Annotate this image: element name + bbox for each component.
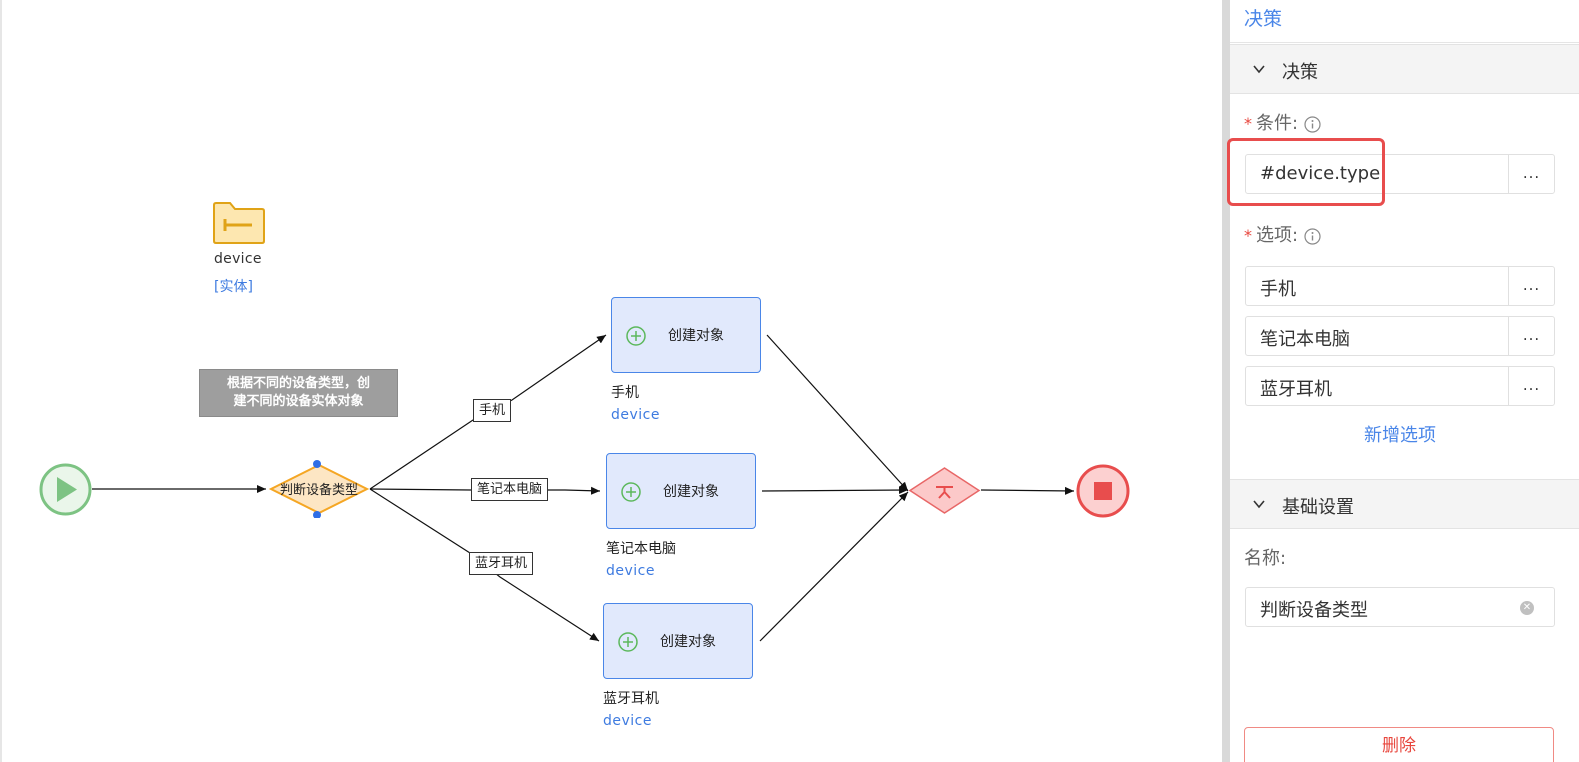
end-node[interactable] (1076, 464, 1130, 518)
clear-icon[interactable]: ✕ (1520, 601, 1534, 615)
selection-handle-bottom (313, 511, 321, 518)
add-circle-icon (621, 482, 641, 502)
section-header-decision[interactable]: 决策 (1230, 44, 1579, 94)
delete-button[interactable]: 删除 (1244, 727, 1554, 762)
edge-merge-end (980, 486, 1075, 495)
task-label: 创建对象 (668, 328, 724, 344)
flow-canvas[interactable]: device [实体] 根据不同的设备类型，创 建不同的设备实体对象 判断设备类… (0, 0, 1222, 762)
info-icon[interactable] (1304, 227, 1321, 245)
edge-label-phone[interactable]: 手机 (473, 399, 512, 422)
name-value[interactable]: 判断设备类型 (1260, 600, 1368, 621)
task-var-laptop[interactable]: device (606, 563, 655, 579)
edge-earphone-merge (759, 491, 909, 642)
option-value[interactable]: 手机 (1260, 279, 1296, 300)
chevron-down-icon (1253, 65, 1265, 74)
task-create-object-laptop[interactable]: 创建对象 (606, 453, 756, 529)
condition-field[interactable]: #device.type ... (1245, 154, 1555, 194)
entity-name: device (214, 251, 262, 267)
condition-label-text: 条件: (1256, 113, 1299, 134)
condition-value[interactable]: #device.type (1260, 163, 1381, 184)
divider (1230, 42, 1579, 43)
option-value[interactable]: 蓝牙耳机 (1260, 379, 1332, 400)
properties-panel: 决策 决策 *条件: #device.type ... *选项: 手机 ... … (1230, 0, 1579, 762)
highlight-box (1227, 138, 1385, 206)
required-mark: * (1244, 226, 1252, 245)
task-name-laptop: 笔记本电脑 (606, 541, 676, 557)
edge-laptop-merge (761, 486, 909, 495)
option-more-button[interactable]: ... (1508, 317, 1554, 355)
merge-node[interactable] (908, 466, 981, 515)
option-more-button[interactable]: ... (1508, 367, 1554, 405)
task-create-object-earphone[interactable]: 创建对象 (603, 603, 753, 679)
task-var-earphone[interactable]: device (603, 713, 652, 729)
merge-icon (936, 486, 953, 499)
decision-node[interactable] (268, 460, 370, 518)
comment-line-1: 根据不同的设备类型，创 (226, 376, 370, 391)
required-mark: * (1244, 114, 1252, 133)
section-title-decision: 决策 (1282, 62, 1318, 83)
edge-label-laptop[interactable]: 笔记本电脑 (471, 478, 549, 501)
start-node[interactable] (39, 463, 92, 516)
add-option-link[interactable]: 新增选项 (1364, 425, 1436, 446)
chevron-down-icon (1253, 500, 1265, 509)
play-icon (57, 477, 77, 502)
task-create-object-phone[interactable]: 创建对象 (611, 297, 761, 373)
selection-handle-top (313, 460, 321, 468)
comment-line-2: 建不同的设备实体对象 (233, 394, 364, 409)
section-title-basic: 基础设置 (1282, 497, 1354, 518)
options-label: *选项: (1244, 221, 1321, 247)
task-name-phone: 手机 (611, 385, 639, 401)
name-label: 名称: (1244, 548, 1287, 569)
option-field[interactable]: 蓝牙耳机 ... (1245, 366, 1555, 406)
panel-title: 决策 (1244, 8, 1283, 30)
task-label: 创建对象 (663, 484, 719, 500)
flow-edges (92, 334, 1075, 642)
option-field[interactable]: 手机 ... (1245, 266, 1555, 306)
task-var-phone[interactable]: device (611, 407, 660, 423)
option-field[interactable]: 笔记本电脑 ... (1245, 316, 1555, 356)
info-icon[interactable] (1304, 115, 1321, 133)
condition-more-button[interactable]: ... (1508, 155, 1554, 193)
decision-label: 判断设备类型 (279, 483, 358, 498)
comment-note[interactable]: 根据不同的设备类型，创 建不同的设备实体对象 (199, 369, 398, 417)
task-label: 创建对象 (660, 634, 716, 650)
add-circle-icon (626, 326, 646, 346)
edge-label-earphone[interactable]: 蓝牙耳机 (469, 552, 534, 575)
panel-splitter[interactable] (1222, 0, 1230, 762)
condition-label: *条件: (1244, 109, 1321, 135)
entity-type[interactable]: [实体] (214, 279, 253, 295)
section-header-basic[interactable]: 基础设置 (1230, 479, 1579, 529)
edge-phone-merge (766, 334, 909, 492)
option-more-button[interactable]: ... (1508, 267, 1554, 305)
stop-icon (1094, 482, 1112, 500)
add-circle-icon (618, 632, 638, 652)
task-name-earphone: 蓝牙耳机 (603, 691, 659, 707)
folder-icon[interactable] (212, 201, 266, 245)
option-value[interactable]: 笔记本电脑 (1260, 329, 1350, 350)
name-field[interactable]: 判断设备类型 ✕ (1245, 587, 1555, 627)
options-label-text: 选项: (1256, 225, 1299, 246)
